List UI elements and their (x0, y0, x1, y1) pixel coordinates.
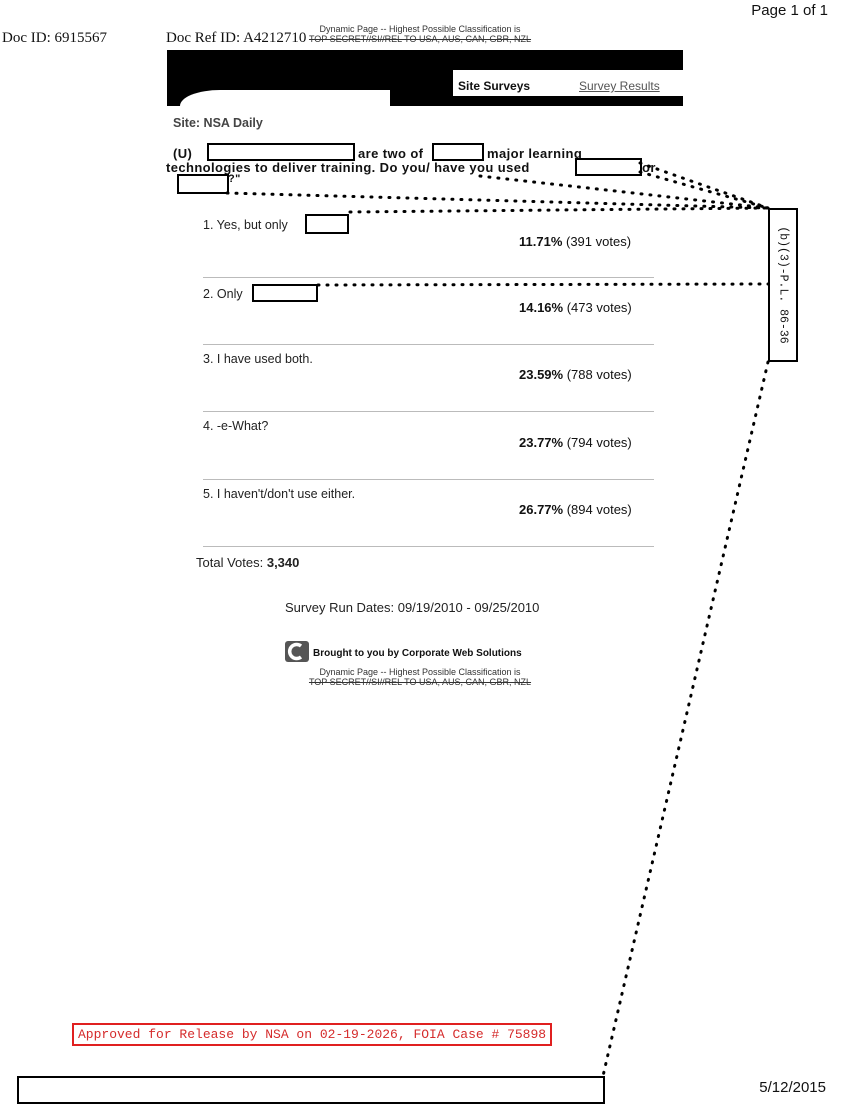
site-label: Site: NSA Daily (173, 116, 263, 130)
leader-line (348, 206, 770, 214)
classification-banner-top: Dynamic Page -- Highest Possible Classif… (308, 24, 532, 44)
option-separator (203, 479, 654, 480)
approved-for-release: Approved for Release by NSA on 02-19-202… (72, 1023, 553, 1046)
option-separator (203, 411, 654, 412)
redaction-box (432, 143, 484, 161)
survey-run-dates: Survey Run Dates: 09/19/2010 - 09/25/201… (285, 600, 540, 615)
option-2-result: 14.16% (473 votes) (519, 300, 632, 315)
total-votes: Total Votes: 3,340 (196, 555, 300, 570)
question-text-2: major learning (487, 146, 583, 161)
leader-line (638, 170, 770, 210)
brought-to-you-by: Brought to you by Corporate Web Solution… (313, 648, 522, 659)
option-5-label: 5. I haven't/don't use either. (203, 487, 356, 501)
option-1-label: 1. Yes, but only (203, 218, 288, 232)
nav-site-surveys[interactable]: Site Surveys (458, 79, 531, 93)
redaction-box (207, 143, 355, 161)
leader-line (225, 191, 770, 210)
redaction-box (575, 158, 642, 176)
page-number: Page 1 of 1 (751, 2, 828, 19)
nav-survey-results[interactable]: Survey Results (579, 79, 660, 93)
exemption-label: (b)(3)-P.L. 86-36 (768, 208, 798, 362)
doc-ref-id: Doc Ref ID: A4212710 (166, 30, 307, 46)
option-5-result: 26.77% (894 votes) (519, 502, 632, 517)
option-4-result: 23.77% (794 votes) (519, 435, 632, 450)
option-2-label: 2. Only (203, 287, 243, 301)
leader-line (316, 282, 770, 287)
classification-banner-bottom: Dynamic Page -- Highest Possible Classif… (308, 667, 532, 687)
question-text-3: technologies to deliver training. Do you… (166, 160, 530, 175)
redaction-box (252, 284, 318, 302)
question-text-5: ?" (228, 173, 241, 185)
option-separator (203, 546, 654, 547)
question-text-1: are two of (358, 146, 424, 161)
redaction-box (305, 214, 349, 234)
option-separator (203, 277, 654, 278)
option-1-result: 11.71% (391 votes) (519, 234, 632, 249)
option-3-label: 3. I have used both. (203, 352, 313, 366)
leader-line (601, 360, 770, 1078)
header-curve (180, 90, 390, 120)
c-logo-icon (287, 642, 303, 661)
question-prefix: (U) (173, 146, 193, 161)
redaction-box (177, 174, 229, 194)
option-3-result: 23.59% (788 votes) (519, 367, 632, 382)
nav-tab-area (453, 70, 685, 96)
corporate-web-solutions-logo (285, 641, 309, 662)
option-4-label: 4. -e-What? (203, 419, 269, 433)
print-date: 5/12/2015 (759, 1079, 826, 1096)
option-separator (203, 344, 654, 345)
leader-line (478, 174, 770, 210)
doc-id: Doc ID: 6915567 (2, 30, 107, 46)
